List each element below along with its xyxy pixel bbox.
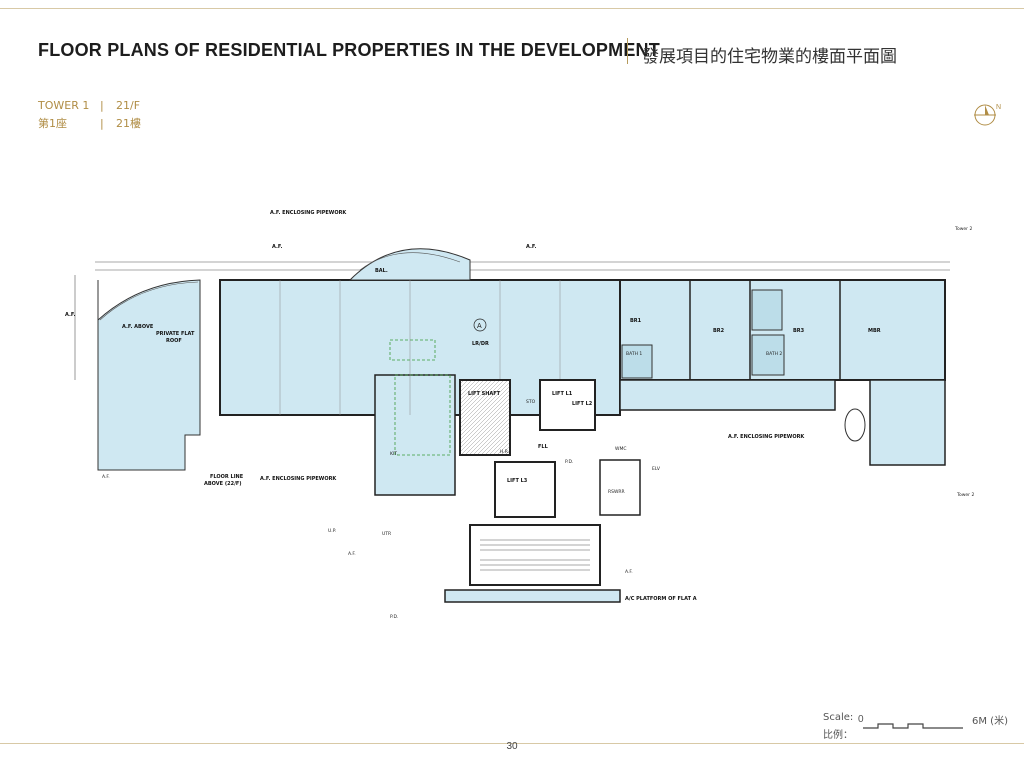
label-utr: UTR [382,531,391,537]
label-lr-dr: LR/DR [472,341,489,347]
page-title-en: FLOOR PLANS OF RESIDENTIAL PROPERTIES IN… [38,40,660,60]
label-sto: STO [526,399,536,405]
label-af-bottom-left: A.F. [102,474,110,480]
title-divider [627,38,628,64]
north-arrow-icon: N [974,104,1001,126]
label-balcony: BAL. [375,268,388,274]
label-up: U.P. [328,528,336,534]
label-af-enclosing-top: A.F. ENCLOSING PIPEWORK [270,210,347,216]
label-ac-platform: A/C PLATFORM OF FLAT A [625,596,697,602]
label-af-left: A.F. [65,312,76,318]
label-wmc: WMC [615,446,626,452]
label-af-enclosing-mid: A.F. ENCLOSING PIPEWORK [260,476,337,482]
label-elv: ELV [652,466,661,472]
label-lift-l1: LIFT L1 [552,391,573,397]
scale-zero: 0 [858,714,864,725]
label-af-top-left: A.F. [272,244,283,250]
scale-label-zh: 比例： [823,730,853,741]
label-roof: ROOF [166,338,182,344]
label-af-bottom: A.F. [348,551,356,557]
label-br3: BR3 [793,328,805,334]
north-label: N [996,104,1001,111]
tower-label-zh: 第1座 [38,117,67,130]
label-kit: KIT. [390,451,398,457]
page-number: 30 [506,741,518,752]
label-private-flat: PRIVATE FLAT [156,331,195,337]
label-tower2-bottom: Tower 2 [956,492,974,498]
bottom-border [0,743,1024,744]
label-fll: FLL [538,444,549,450]
label-af-enclosing-right: A.F. ENCLOSING PIPEWORK [728,434,805,440]
label-flat-a: A [477,323,482,330]
scale-label-en: Scale: [823,712,854,723]
label-mbr: MBR [868,328,881,334]
label-bath1: BATH 1 [626,351,642,357]
label-rswrr: RSWRR [608,489,625,495]
scale-bar [863,723,963,729]
tower-floor-info: TOWER 1 | 21/F 第1座 | 21樓 [38,97,141,133]
label-lift-l2: LIFT L2 [572,401,593,407]
label-af-right-bottom: A.F. [625,569,633,575]
tower-sep-en: | [100,99,104,112]
top-border [0,8,1024,9]
label-br1: BR1 [630,318,642,324]
label-pd2: P.D. [390,614,398,620]
label-tower2-top: Tower 2 [954,226,972,232]
scale-max: 6M (米) [972,716,1008,727]
tower-sep-zh: | [100,117,104,130]
label-floor-line: FLOOR LINE [210,474,244,480]
label-lift-l3: LIFT L3 [507,478,528,484]
label-lift-shaft: LIFT SHAFT [468,391,501,397]
label-af-above: A.F. ABOVE [122,324,154,330]
label-hr: H.R. [500,449,509,455]
label-bath2: BATH 2 [766,351,782,357]
floor-label-zh: 21樓 [116,117,141,130]
page-title-zh: 發展項目的住宅物業的樓面平面圖 [642,47,897,67]
floor-label-en: 21/F [116,99,141,112]
label-br2: BR2 [713,328,725,334]
label-af-top-mid: A.F. [526,244,537,250]
tower-label-en: TOWER 1 [38,99,90,112]
label-above-22f: ABOVE (22/F) [204,481,242,487]
floor-plan-drawing: A.F. ENCLOSING PIPEWORK A.F. A.F. A.F. A… [65,210,974,620]
label-pd1: P.D. [565,459,573,465]
